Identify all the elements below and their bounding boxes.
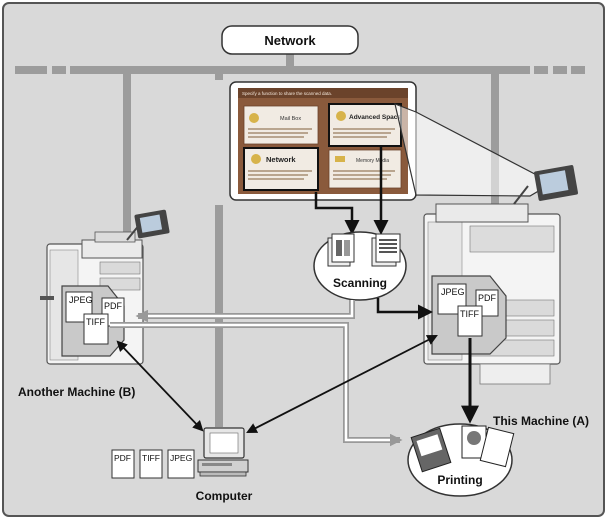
another-machine-label: Another Machine (B): [18, 385, 135, 399]
screen-to-scanning-arrows: [314, 146, 389, 235]
computer: [197, 427, 249, 477]
advanced-space-tile[interactable]: Advanced Space: [328, 103, 402, 147]
network-label: Network: [264, 33, 316, 48]
this-machine-label: This Machine (A): [493, 414, 589, 428]
printing-group: Printing: [407, 423, 515, 497]
memory-media-tile[interactable]: Memory Media: [328, 149, 402, 189]
computer-label: Computer: [196, 489, 253, 503]
network-tile-label: Network: [266, 155, 296, 164]
computer-files: PDF TIFF JPEG: [111, 449, 195, 479]
printing-label: Printing: [437, 473, 482, 487]
computer-jpeg: JPEG: [170, 453, 192, 463]
scanning-group: Scanning: [313, 231, 407, 301]
machine-a-jpeg: JPEG: [441, 287, 465, 297]
machine-a-pdf: PDF: [478, 293, 497, 303]
screen-header: Specify a function to share the scanned …: [242, 91, 332, 96]
machine-b-files: JPEG PDF TIFF: [65, 291, 125, 345]
data-flow-arrows: [110, 298, 479, 447]
control-panel-screen: Specify a function to share the scanned …: [229, 81, 417, 201]
memory-media-label: Memory Media: [356, 158, 389, 164]
network-tile[interactable]: Network: [243, 147, 319, 191]
network-label-box: Network: [221, 25, 359, 55]
machine-b-jpeg: JPEG: [69, 295, 93, 305]
advanced-space-label: Advanced Space: [349, 114, 401, 121]
machine-b-pdf: PDF: [104, 301, 123, 311]
machine-a-files: JPEG PDF TIFF: [437, 283, 499, 337]
computer-pdf: PDF: [114, 453, 131, 463]
computer-tiff: TIFF: [142, 453, 160, 463]
mail-box-tile[interactable]: Mail Box: [243, 105, 319, 145]
machine-b-tiff: TIFF: [86, 317, 105, 327]
machine-a-tiff: TIFF: [460, 309, 479, 319]
mail-box-label: Mail Box: [280, 116, 301, 122]
scanning-label: Scanning: [333, 276, 387, 290]
